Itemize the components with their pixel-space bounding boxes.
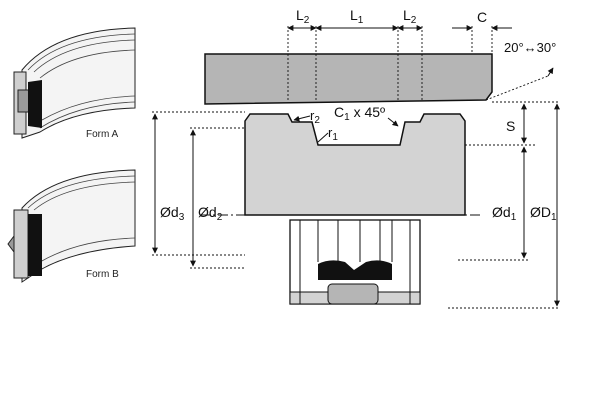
dim-d3: Ød3 (160, 204, 185, 223)
dim-chamfer: C1 x 45º (334, 104, 385, 123)
form-a-illustration (13, 27, 136, 139)
dim-s: S (506, 118, 515, 134)
form-b-label: Form B (86, 269, 119, 280)
dim-r2: r2 (310, 108, 320, 126)
dim-c: C (477, 9, 487, 25)
left-dimension-arrows (152, 113, 196, 267)
rod-body (204, 53, 493, 105)
form-b-illustration (7, 169, 136, 283)
dim-angle: 20°↔30° (504, 40, 556, 55)
dim-big-d1: ØD1 (530, 204, 557, 223)
dim-r1: r1 (328, 125, 338, 143)
housing-body (244, 113, 466, 216)
dim-l2-right: L2 (403, 7, 417, 26)
right-dimension-arrows (521, 103, 560, 307)
dim-l1: L1 (350, 7, 364, 26)
dim-d1: Ød1 (492, 204, 517, 223)
form-a-label: Form A (86, 129, 119, 140)
dim-l2-left: L2 (296, 7, 310, 26)
reference-lines (152, 101, 560, 309)
dim-d2: Ød2 (198, 204, 223, 223)
seal-cross-section (289, 219, 421, 305)
